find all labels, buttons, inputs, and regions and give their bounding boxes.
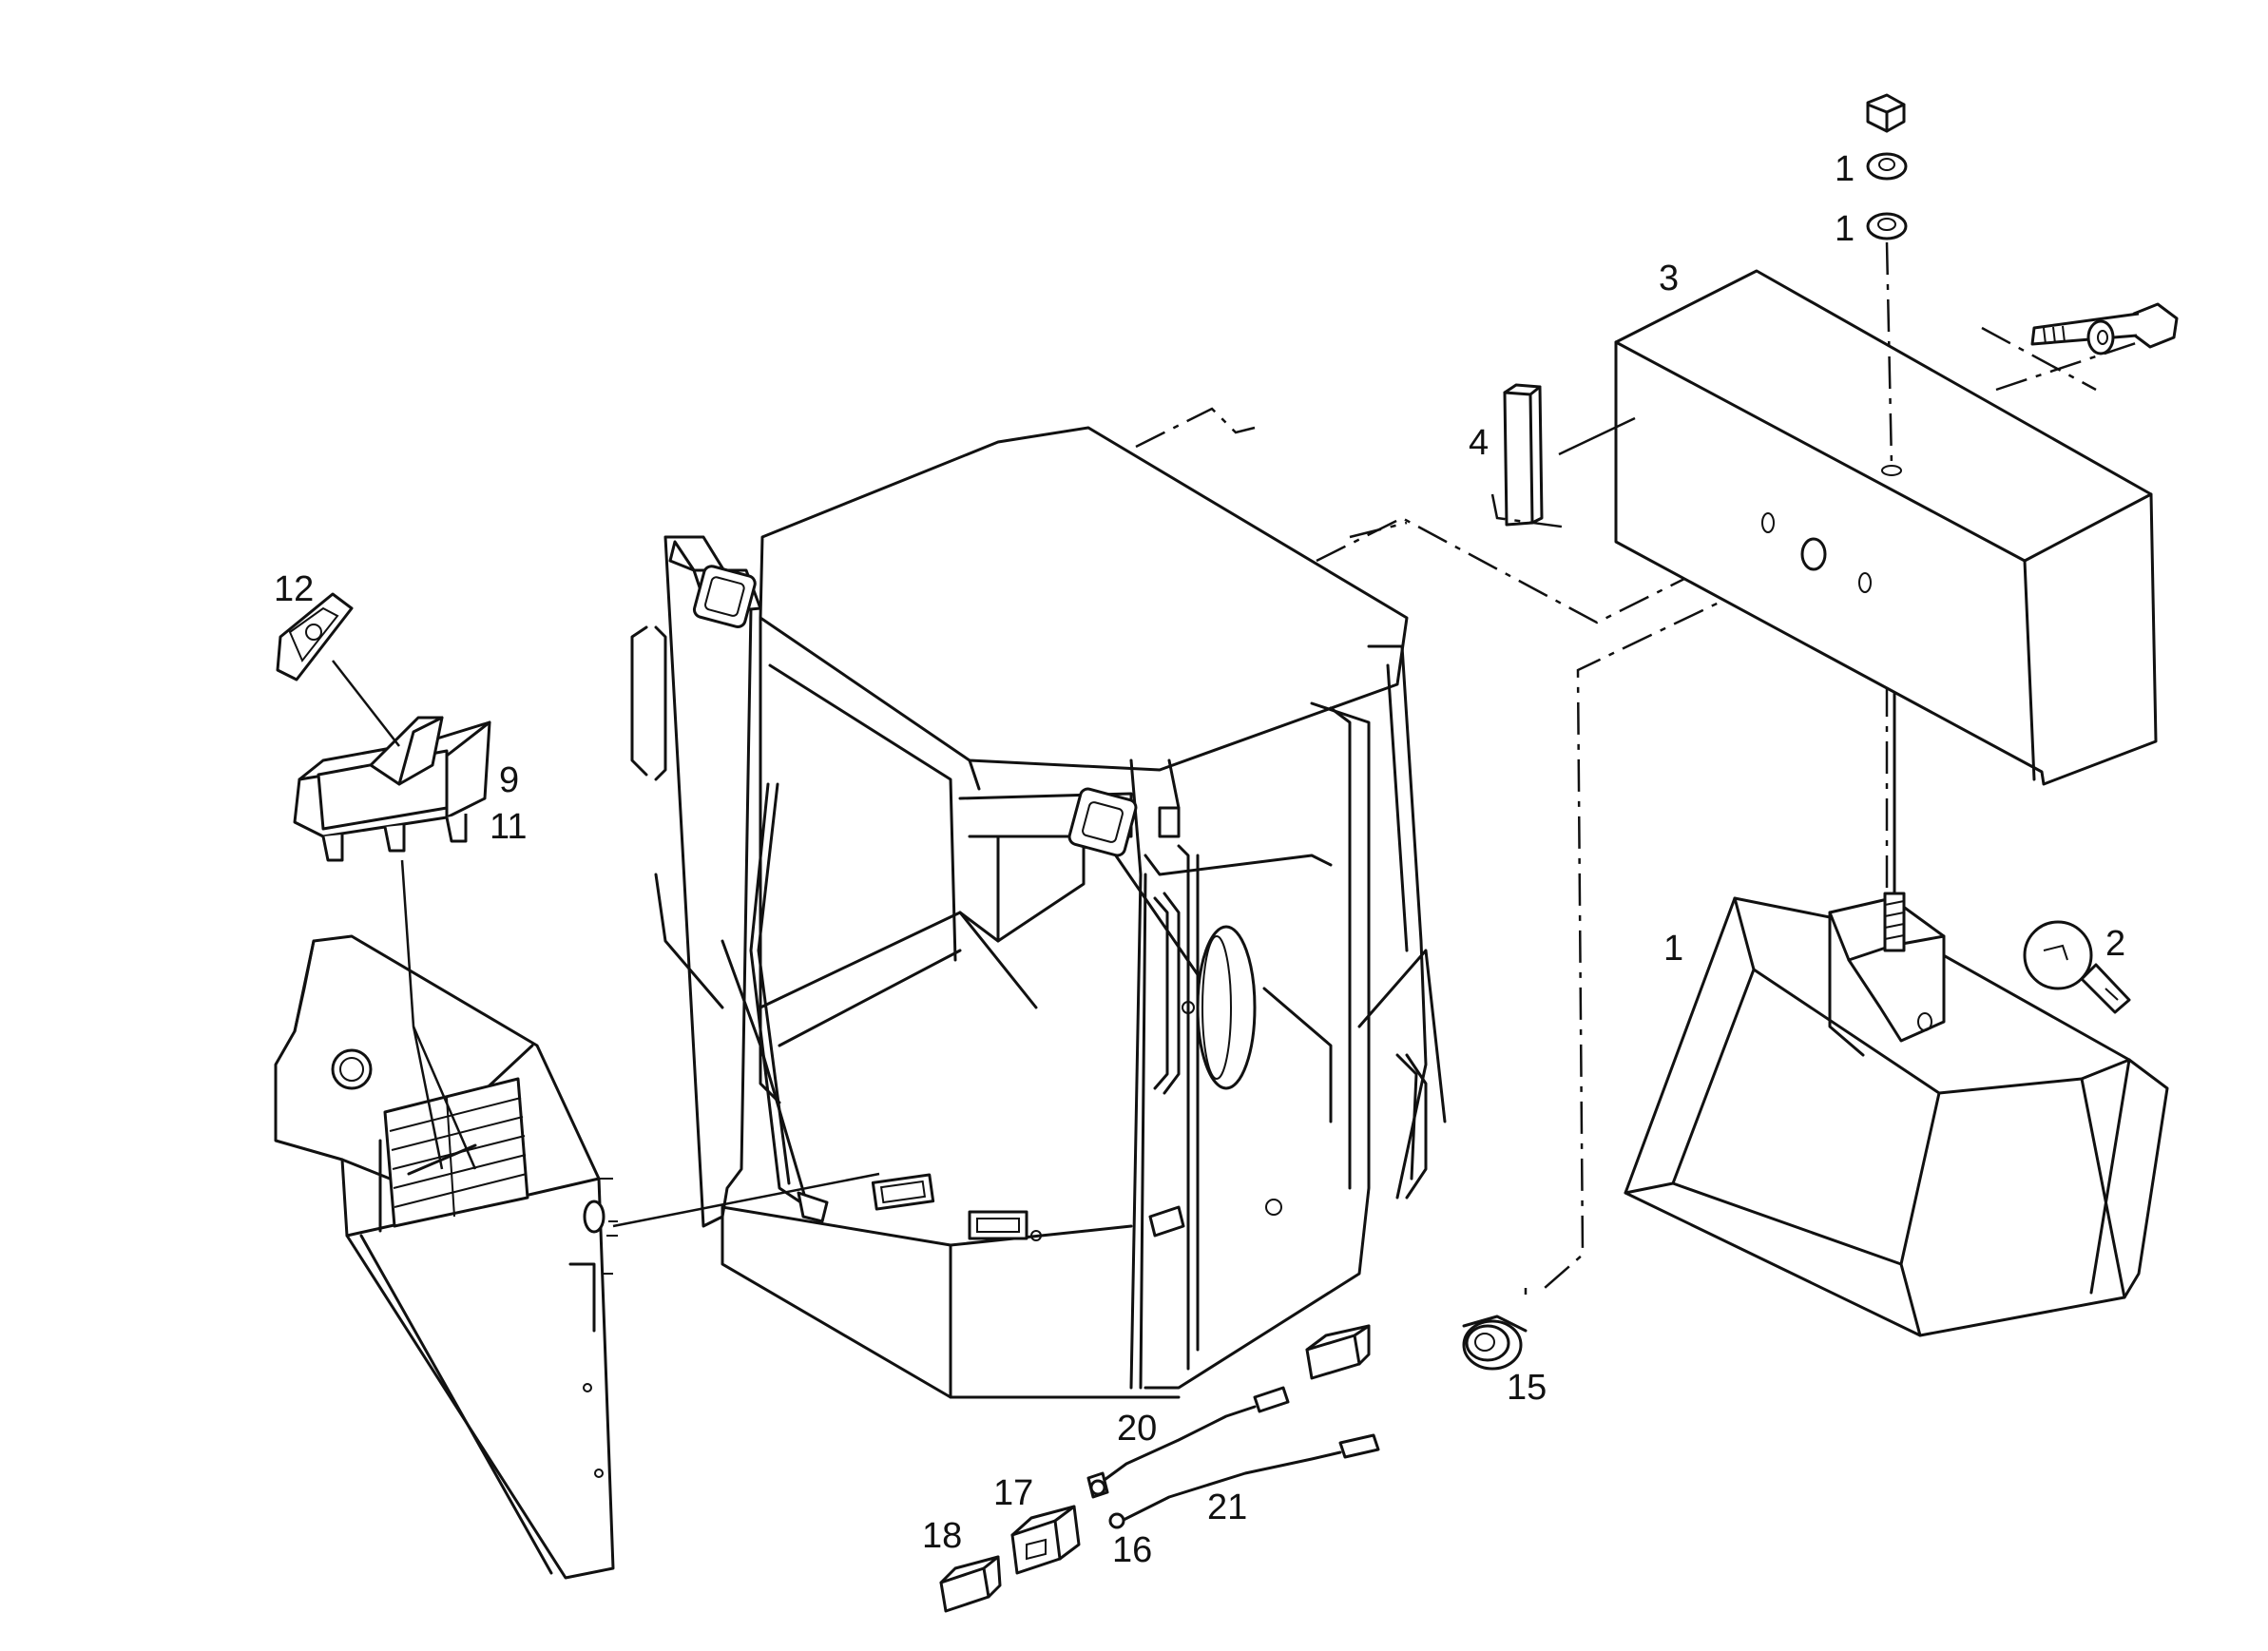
front-mirror — [1067, 787, 1138, 857]
rear-left-mirror — [692, 565, 757, 628]
housing-hole-grommet — [1800, 537, 1827, 571]
callout-3-housing: 3 — [1659, 259, 1679, 298]
part-4-strip — [1490, 383, 1636, 529]
switch-insert-icon — [276, 592, 354, 682]
housing-hole-top — [1881, 465, 1902, 476]
part-1-work-lamp — [1624, 692, 2169, 1337]
callout-9-switch: 9 — [499, 760, 519, 800]
part-12-switch-insert — [276, 592, 354, 682]
callout-20-harness: 20 — [1117, 1409, 1157, 1449]
part-15-grommet — [1462, 1315, 1528, 1371]
bulb-icon — [2023, 920, 2093, 990]
callout-1-lock-washer: 1 — [1835, 149, 1855, 189]
callout-11-switch: 11 — [490, 807, 527, 847]
terminal-20-icon — [1253, 1386, 1290, 1413]
callout-1-flat-washer: 1 — [1835, 209, 1855, 249]
callout-4-strip: 4 — [1469, 423, 1489, 463]
callout-15-grommet: 15 — [1507, 1368, 1547, 1408]
rocker-paddle-icon — [369, 716, 444, 786]
callout-17-connector: 17 — [993, 1473, 1033, 1513]
callout-18-block: 18 — [922, 1516, 962, 1556]
side-console — [274, 859, 880, 1580]
flat-washer-icon — [1866, 212, 1908, 240]
bolt-washer-icon — [2086, 319, 2115, 355]
bolt-head-icon — [2129, 302, 2179, 349]
hardware-stack — [1866, 93, 1908, 467]
dash-switch-panel-right — [968, 1210, 1028, 1240]
callout-21-harness: 21 — [1207, 1488, 1247, 1527]
dash-switch-panel-left — [871, 1173, 935, 1211]
callout-16-terminal: 16 — [1112, 1530, 1152, 1570]
terminal-21-icon — [1338, 1433, 1380, 1459]
console-knob-icon — [331, 1048, 373, 1090]
callout-1-work-lamp: 1 — [1663, 929, 1683, 969]
part-2-bulb — [2023, 920, 2131, 1014]
part-3-housing — [1614, 269, 2158, 786]
part-9-11-rocker-switch — [293, 660, 491, 862]
lock-washer-icon — [1866, 152, 1908, 181]
connector-housing-icon — [1305, 1334, 1361, 1380]
side-bolt — [2030, 302, 2179, 355]
callout-12-insert: 12 — [274, 569, 314, 609]
callout-labels: 1 1 1 2 3 4 9 11 12 15 16 17 18 20 21 — [274, 149, 2125, 1570]
wiring-parts — [939, 1324, 1380, 1613]
callout-2-bulb: 2 — [2105, 924, 2125, 964]
side-mirror — [1196, 925, 1257, 1090]
cab-assembly — [630, 426, 1447, 1399]
